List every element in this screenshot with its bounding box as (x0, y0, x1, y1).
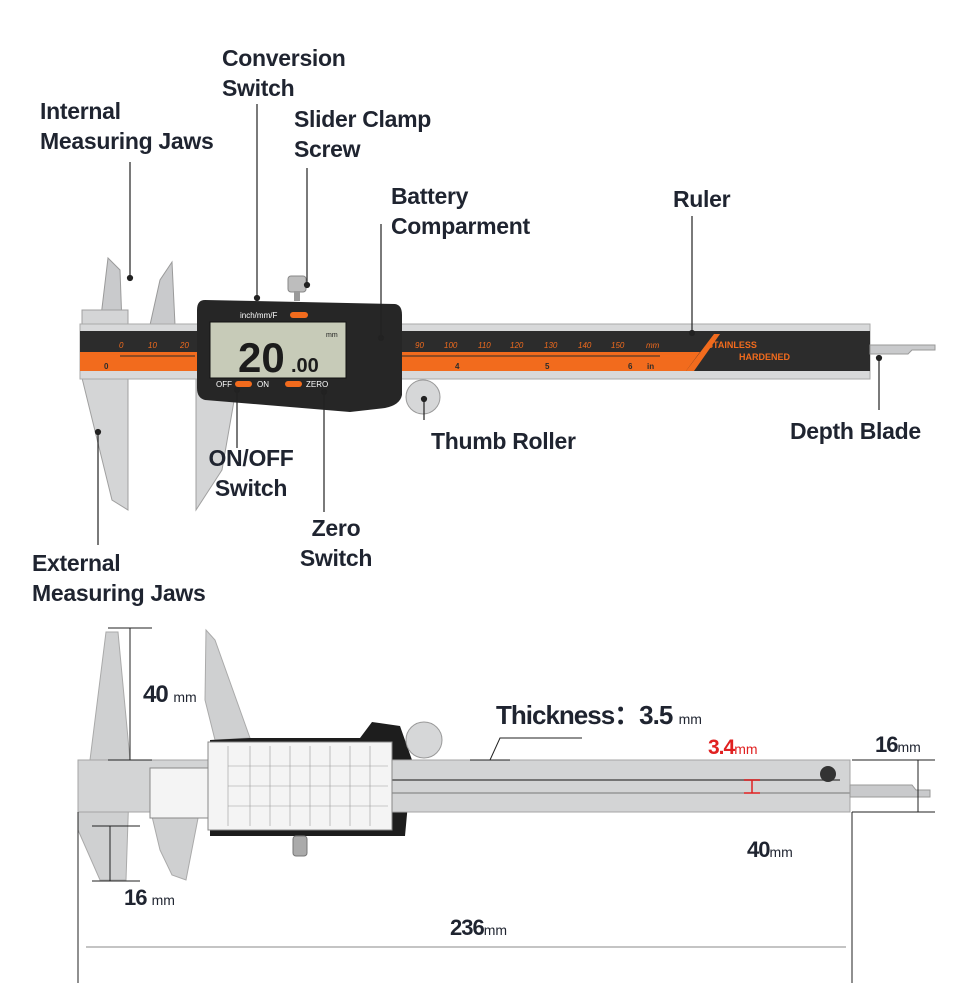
label-line: Conversion (222, 45, 346, 71)
scale-left-2: 20 (179, 341, 189, 350)
label-external-jaws: External Measuring Jaws (32, 548, 206, 608)
dimension-lines (77, 627, 935, 983)
dim-value: 16 (875, 732, 899, 757)
dim-groove: 3.4mm (708, 736, 758, 761)
dim-value: 3.5 (639, 700, 673, 730)
dim-beam-width: 16mm (875, 731, 921, 761)
hardened-text: HARDENED (739, 352, 791, 362)
scale-mm: mm (646, 341, 660, 350)
thumb-roller-bottom (405, 721, 443, 759)
dim-value: 236 (450, 915, 485, 940)
dim-unit: mm (173, 689, 197, 705)
label-ruler: Ruler (673, 186, 731, 212)
label-line: ON/OFF (208, 445, 294, 471)
label-thumb-roller: Thumb Roller (431, 428, 576, 454)
label-line: Internal (40, 98, 121, 124)
slider-clamp-screw (287, 275, 307, 293)
label-line: Comparment (391, 213, 530, 239)
top-caliper: 0 10 20 90 100 110 120 130 140 150 mm 0 … (79, 104, 936, 545)
scale-right-0: 90 (415, 341, 424, 350)
scale-left-0: 0 (119, 341, 124, 350)
clamp-screw-bottom (292, 835, 308, 857)
inch-unit: in (647, 362, 654, 371)
internal-jaw-slider (149, 260, 176, 326)
label-zero: Zero Switch (286, 513, 386, 573)
scale-right-2: 110 (478, 341, 491, 350)
dim-unit: mm (897, 739, 921, 755)
label-depth-blade: Depth Blade (790, 418, 921, 444)
lcd-value: 20 (238, 334, 285, 381)
label-line: Switch (299, 545, 373, 571)
inch-5: 5 (545, 362, 550, 371)
dim-depth-length: 40mm (747, 836, 793, 866)
dim-unit: mm (151, 892, 175, 908)
bottom-caliper (77, 627, 935, 983)
label-line: Measuring Jaws (40, 128, 214, 154)
scale-left-1: 10 (148, 341, 157, 350)
dim-unit: mm (769, 844, 793, 860)
label-line: Measuring Jaws (32, 580, 206, 606)
label-conversion-switch: Conversion Switch (222, 43, 346, 103)
lcd-decimals: .00 (291, 355, 319, 377)
ce-label (149, 767, 209, 819)
scale-right-1: 100 (444, 341, 458, 350)
scale-right-4: 130 (544, 341, 558, 350)
depth-blade (869, 344, 936, 355)
leader-lines (94, 104, 883, 545)
label-on-off: ON/OFF Switch (196, 443, 306, 503)
label-line: Switch (214, 475, 288, 501)
stainless-text: STAINLESS (707, 340, 757, 350)
scale-right-3: 120 (510, 341, 524, 350)
fixed-jaw (77, 631, 131, 881)
lcd-unit: mm (326, 332, 338, 339)
scale-right-5: 140 (578, 341, 592, 350)
inch-6: 6 (628, 362, 633, 371)
label-internal-jaws: Internal Measuring Jaws (40, 96, 214, 156)
label-line: Switch (222, 75, 295, 101)
slider-jaw-upper (204, 628, 251, 741)
label-line: Zero (311, 515, 361, 541)
dim-lower-jaw: 16 mm (124, 884, 175, 914)
dim-value: 16 (124, 885, 148, 910)
on-off-button[interactable] (235, 381, 252, 387)
dim-value: 3.4 (708, 736, 735, 759)
dim-total-length: 236mm (450, 914, 507, 944)
slider-jaw-lower (149, 807, 201, 881)
scale-right-6: 150 (611, 341, 625, 350)
conversion-switch-button[interactable] (290, 312, 308, 318)
label-slider-clamp: Slider Clamp Screw (294, 104, 431, 164)
dim-unit: mm (678, 711, 702, 727)
label-line: External (32, 550, 121, 576)
dim-thickness: Thickness：3.5 mm (496, 700, 702, 734)
dim-unit: mm (734, 741, 758, 757)
inch-4: 4 (455, 362, 460, 371)
dim-label: Thickness： (496, 700, 640, 730)
zero-label: ZERO (306, 380, 328, 389)
off-label: OFF (216, 380, 232, 389)
label-battery: Battery Comparment (391, 181, 530, 241)
dim-value: 40 (747, 837, 771, 862)
lcd-screen (209, 321, 347, 379)
on-label: ON (257, 380, 269, 389)
depth-blade-bottom (849, 784, 931, 798)
label-line: Screw (294, 136, 361, 162)
label-line: Slider Clamp (294, 106, 431, 132)
zero-button[interactable] (285, 381, 302, 387)
inch-0: 0 (104, 362, 109, 371)
dim-unit: mm (483, 922, 508, 938)
label-line: Battery (391, 183, 469, 209)
dim-value: 40 (143, 681, 169, 708)
groove-marker (744, 779, 760, 794)
blade-screw (820, 766, 836, 782)
mode-label: inch/mm/F (240, 311, 277, 320)
dim-jaw-length: 40 mm (143, 681, 197, 711)
